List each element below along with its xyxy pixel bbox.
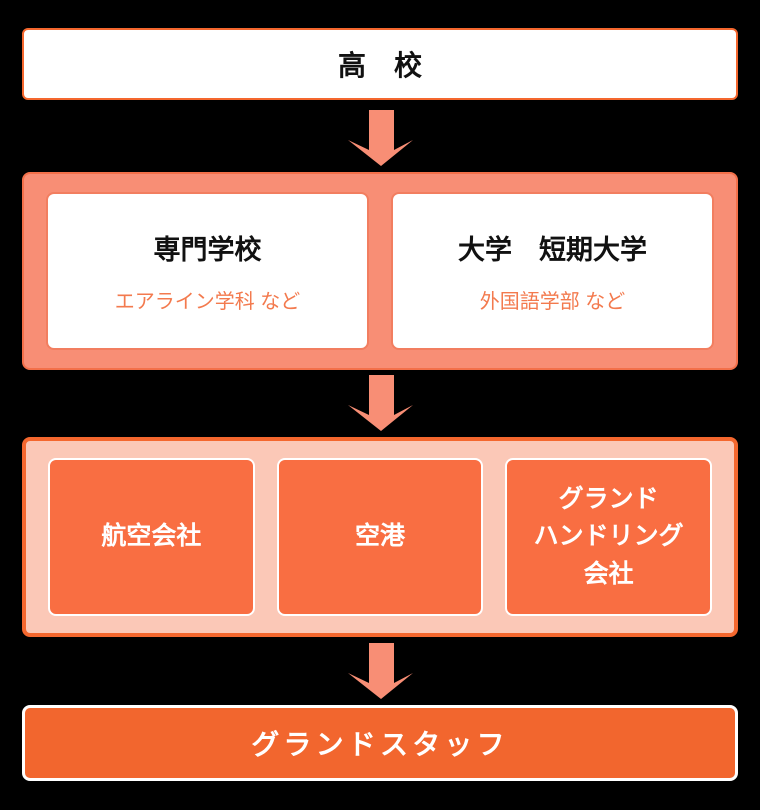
down-arrow-icon — [348, 375, 413, 431]
ground-handling-company-label: グランド ハンドリング 会社 — [533, 484, 684, 588]
airport-box: 空港 — [276, 458, 484, 616]
ground-staff-label: グランドスタッフ — [251, 729, 509, 760]
vocational-school-label: 専門学校 — [153, 235, 262, 265]
down-arrow-icon — [348, 110, 413, 166]
university-box: 大学 短期大学 外国語学部 など — [391, 192, 714, 350]
education-group: 専門学校 エアライン学科 など 大学 短期大学 外国語学部 など — [22, 172, 738, 370]
airline-company-box: 航空会社 — [48, 458, 255, 616]
down-arrow-icon — [348, 643, 413, 699]
vocational-school-subtitle: エアライン学科 など — [114, 291, 301, 313]
ground-handling-company-box: グランド ハンドリング 会社 — [505, 458, 713, 616]
ground-staff-box: グランドスタッフ — [22, 705, 738, 781]
university-label: 大学 短期大学 — [458, 235, 647, 265]
high-school-box: 高 校 — [22, 28, 738, 100]
university-subtitle: 外国語学部 など — [479, 291, 626, 313]
airport-label: 空港 — [355, 522, 406, 551]
airline-company-label: 航空会社 — [101, 522, 202, 551]
vocational-school-box: 専門学校 エアライン学科 など — [46, 192, 369, 350]
employers-group: 航空会社 空港 グランド ハンドリング 会社 — [22, 437, 738, 637]
high-school-label: 高 校 — [337, 50, 422, 81]
